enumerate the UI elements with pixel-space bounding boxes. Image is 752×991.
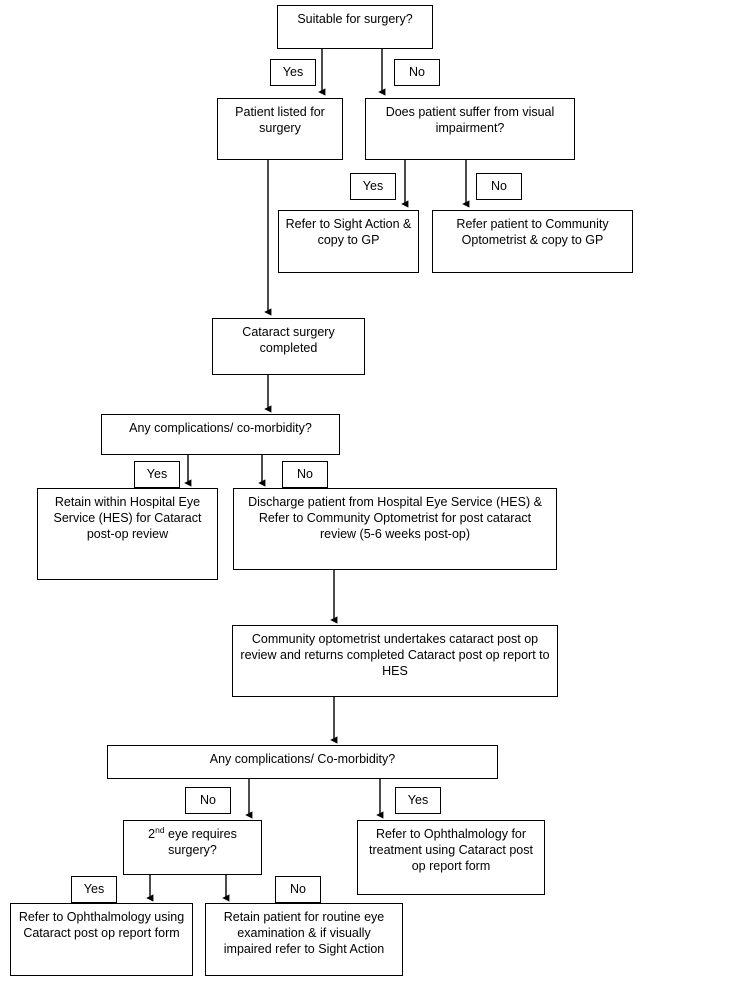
node-label: Refer to Ophthalmology using Cataract po… [18,910,185,940]
edge-label-text: No [200,793,216,808]
edge-label-text: No [297,467,313,482]
edge-label-no-3[interactable]: No [282,461,328,488]
node-visual-impairment[interactable]: Does patient suffer from visual impairme… [365,98,575,160]
node-label: Any complications/ Co-morbidity? [209,752,396,766]
node-discharge-patient[interactable]: Discharge patient from Hospital Eye Serv… [233,488,557,570]
edge-label-no-1[interactable]: No [394,59,440,86]
node-refer-community-optometrist[interactable]: Refer patient to Community Optometrist &… [432,210,633,273]
edge-label-yes-2[interactable]: Yes [350,173,396,200]
node-label: Discharge patient from Hospital Eye Serv… [248,495,542,541]
node-label: Community optometrist undertakes catarac… [240,632,550,678]
edge-label-text: No [409,65,425,80]
edge-label-yes-5[interactable]: Yes [71,876,117,903]
edge-label-text: Yes [146,467,168,482]
node-label: Refer to Ophthalmology for treatment usi… [369,827,533,873]
edge-label-text: No [290,882,306,897]
edge-label-yes-3[interactable]: Yes [134,461,180,488]
edge-label-yes-4[interactable]: Yes [395,787,441,814]
node-label: 2nd eye requires surgery? [148,824,237,857]
node-retain-routine-exam[interactable]: Retain patient for routine eye examinati… [205,903,403,976]
node-label: Patient listed for surgery [235,105,325,135]
node-refer-ophthalmology-treatment[interactable]: Refer to Ophthalmology for treatment usi… [357,820,545,895]
node-community-optometrist-review[interactable]: Community optometrist undertakes catarac… [232,625,558,697]
node-label: Cataract surgery completed [242,325,335,355]
node-cataract-surgery-completed[interactable]: Cataract surgery completed [212,318,365,375]
node-label: Refer to Sight Action & copy to GP [285,217,412,247]
node-refer-sight-action[interactable]: Refer to Sight Action & copy to GP [278,210,419,273]
edge-label-text: No [491,179,507,194]
node-label: Any complications/ co-morbidity? [129,421,312,435]
edge-label-no-2[interactable]: No [476,173,522,200]
node-label: Retain patient for routine eye examinati… [223,910,385,956]
node-second-eye-requires-surgery[interactable]: 2nd eye requires surgery? [123,820,262,875]
edge-label-text: Yes [83,882,105,897]
node-label: Suitable for surgery? [297,12,413,26]
node-label: Retain within Hospital Eye Service (HES)… [53,495,202,541]
node-any-complications-1[interactable]: Any complications/ co-morbidity? [101,414,340,455]
node-any-complications-2[interactable]: Any complications/ Co-morbidity? [107,745,498,779]
edge-label-no-5[interactable]: No [275,876,321,903]
node-retain-within-hes[interactable]: Retain within Hospital Eye Service (HES)… [37,488,218,580]
edge-label-text: Yes [282,65,304,80]
node-patient-listed[interactable]: Patient listed for surgery [217,98,343,160]
edge-label-text: Yes [407,793,429,808]
node-suitable-for-surgery[interactable]: Suitable for surgery? [277,5,433,49]
node-label: Does patient suffer from visual impairme… [385,105,555,135]
node-label: Refer patient to Community Optometrist &… [456,217,609,247]
node-refer-ophthalmology-form[interactable]: Refer to Ophthalmology using Cataract po… [10,903,193,976]
edge-label-text: Yes [362,179,384,194]
edge-label-no-4[interactable]: No [185,787,231,814]
edge-label-yes-1[interactable]: Yes [270,59,316,86]
